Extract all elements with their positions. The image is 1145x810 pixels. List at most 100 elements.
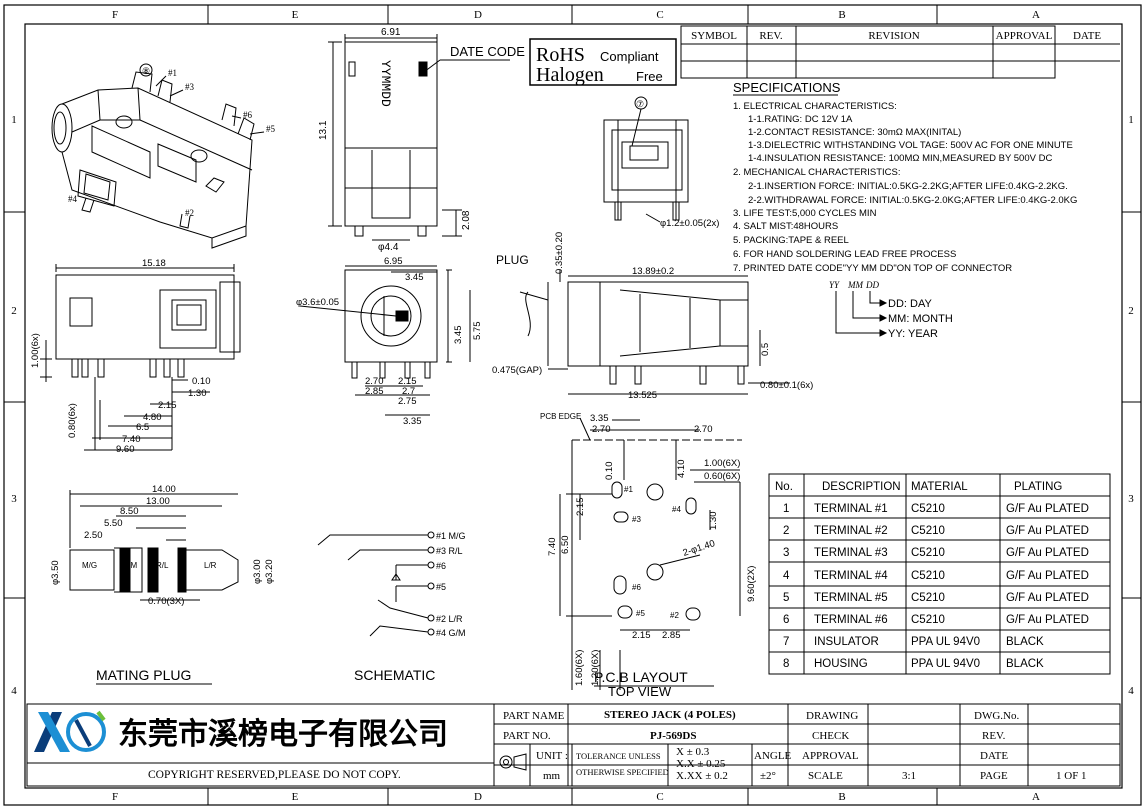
drawing-label: DRAWING	[806, 710, 858, 722]
bom-cell: C5210	[911, 614, 945, 626]
bom-cell: C5210	[911, 592, 945, 604]
dim-side-9-60: 9.60	[116, 444, 135, 455]
scale-value: 3:1	[902, 770, 916, 782]
schematic-title: SCHEMATIC	[354, 667, 435, 683]
scale-label: SCALE	[808, 770, 843, 782]
mating-plug-drawing	[69, 490, 239, 601]
dim-plug-13-89: 13.89±0.2	[632, 266, 674, 277]
rev-header-symbol: SYMBOL	[691, 30, 737, 42]
dim-side-6-5: 6.5	[136, 422, 149, 433]
dim-pcb-2-70-left: 2.70	[592, 424, 611, 435]
dim-mating-5-50: 5.50	[104, 518, 123, 529]
bom-text: No. DESCRIPTION MATERIAL PLATING 1 TERMI…	[775, 481, 1089, 670]
spec-line: 1-4.INSULATION RESISTANCE: 100MΩ MIN,MEA…	[748, 153, 1052, 164]
pcb-layout-title: P.C.B LAYOUT	[594, 669, 688, 685]
bom-cell: 3	[783, 547, 789, 559]
bom-cell: C5210	[911, 547, 945, 559]
bom-cell: 8	[783, 658, 789, 670]
part-name-value: STEREO JACK (4 POLES)	[604, 709, 736, 721]
pcb-pad-6: #6	[632, 583, 641, 592]
dim-front-5-75: 5.75	[472, 322, 483, 341]
dim-front-3-45-side: 3.45	[453, 326, 464, 345]
pcb-pad-5: #5	[636, 609, 645, 618]
compliant-text: Compliant	[600, 49, 659, 64]
bom-cell: TERMINAL #5	[814, 592, 888, 604]
dim-pcb-2-15-v: 2.15	[575, 498, 586, 517]
page-value: 1 OF 1	[1056, 770, 1087, 782]
bom-cell: G/F Au PLATED	[1006, 570, 1089, 582]
bom-cell: G/F Au PLATED	[1006, 503, 1089, 515]
spec-line: 1-3.DIELECTRIC WITHSTANDING VOL TAGE: 50…	[748, 140, 1073, 151]
bom-cell: G/F Au PLATED	[1006, 592, 1089, 604]
company-logo	[34, 710, 106, 752]
dim-pcb-1-00: 1.00(6X)	[704, 458, 740, 469]
spec-line: 6. FOR HAND SOLDERING LEAD FREE PROCESS	[733, 249, 956, 260]
rohs-text: RoHS	[536, 44, 585, 66]
tolerance-xxx: X.XX ± 0.2	[676, 770, 728, 782]
schematic-label-6: #6	[436, 561, 446, 571]
zone-row-3-right: 3	[1128, 493, 1134, 505]
bom-cell: TERMINAL #2	[814, 525, 888, 537]
dim-pcb-3-35: 3.35	[590, 413, 609, 424]
dim-top-6-91: 6.91	[381, 27, 401, 38]
tolerance-line-1: TOLERANCE UNLESS	[576, 751, 661, 761]
zone-col-e-top: E	[292, 9, 299, 21]
dim-mating-0-70: 0.70(3X)	[148, 596, 184, 607]
bom-cell: G/F Au PLATED	[1006, 525, 1089, 537]
dwg-no-label: DWG.No.	[974, 710, 1019, 722]
date-label: DATE	[980, 750, 1008, 762]
pcb-pad-1: #1	[624, 485, 633, 494]
top-view-title: TOP VIEW	[608, 684, 672, 699]
part-no-label: PART NO.	[503, 730, 551, 742]
callout-7: ⑦	[636, 99, 644, 109]
callout-1-iso: #1	[168, 68, 177, 78]
dim-pcb-2-70-right: 2.70	[694, 424, 713, 435]
bom-cell: HOUSING	[814, 658, 868, 670]
spec-line: 1-1.RATING: DC 12V 1A	[748, 114, 853, 125]
zone-col-a-top: A	[1032, 9, 1040, 21]
rev-header-date: DATE	[1073, 30, 1101, 42]
callout-6-iso: #6	[243, 110, 253, 120]
zone-col-b-bottom: B	[838, 791, 845, 803]
top-view	[328, 34, 510, 241]
zone-col-f-top: F	[112, 9, 118, 21]
plug-label: PLUG	[496, 253, 529, 267]
zone-row-3-left: 3	[11, 493, 17, 505]
dim-pcb-6-50: 6.50	[560, 536, 571, 555]
date-code-marking: YYMMDD	[378, 60, 393, 107]
zone-row-2-right: 2	[1128, 305, 1134, 317]
zone-col-f-bottom: F	[112, 791, 118, 803]
dim-front-2-75: 2.75	[398, 396, 417, 407]
bom-cell: BLACK	[1006, 636, 1044, 648]
dim-mating-phi3-00: φ3.00	[252, 559, 263, 584]
dim-detail-phi1-2: φ1.2±0.05(2x)	[660, 218, 719, 229]
tolerance-line-2: OTHERWISE SPECIFIED	[576, 767, 669, 777]
check-label: CHECK	[812, 730, 849, 742]
zone-col-e-bottom: E	[292, 791, 299, 803]
dim-pcb-2-85: 2.85	[662, 630, 681, 641]
company-name: 东莞市溪榜电子有限公司	[118, 717, 448, 751]
dim-front-3-45-top: 3.45	[405, 272, 424, 283]
bom-cell: C5210	[911, 525, 945, 537]
dim-front-3-35: 3.35	[403, 416, 422, 427]
bom-cell: C5210	[911, 570, 945, 582]
zone-col-a-bottom: A	[1032, 791, 1040, 803]
zone-col-d-top: D	[474, 9, 482, 21]
rev-header-revision: REVISION	[868, 30, 919, 42]
legend-day: DD: DAY	[888, 298, 932, 310]
rohs-badge: RoHS Compliant Halogen Free	[529, 38, 677, 86]
dim-front-6-95: 6.95	[384, 256, 403, 267]
dim-plug-13-525: 13.525	[628, 390, 657, 401]
schematic-label-2: #2 L/R	[436, 614, 463, 624]
bom-cell: G/F Au PLATED	[1006, 614, 1089, 626]
dim-pcb-0-10: 0.10	[604, 462, 615, 481]
projection-symbol	[499, 753, 527, 771]
dim-pcb-9-60: 9.60(2X)	[746, 566, 757, 602]
bom-header-description: DESCRIPTION	[822, 481, 901, 493]
front-view	[299, 265, 471, 416]
dim-side-2-15: 2.15	[158, 400, 177, 411]
angle-value: ±2°	[760, 770, 776, 782]
legend-yy: YY	[829, 280, 840, 290]
dim-mating-phi3-20: φ3.20	[264, 559, 275, 584]
